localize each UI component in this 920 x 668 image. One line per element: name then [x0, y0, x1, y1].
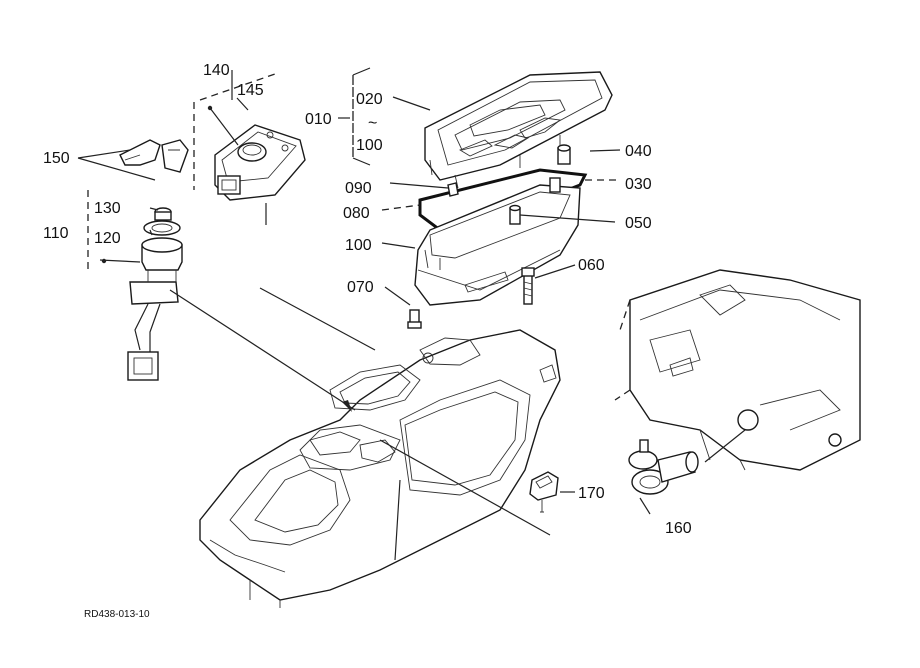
callout-050: 050 — [625, 215, 652, 232]
switch-assembly — [214, 124, 306, 201]
callout-130: 130 — [94, 200, 121, 217]
callout-110: 110 — [43, 225, 69, 242]
leader-lines — [77, 67, 746, 561]
callout-145: 145 — [237, 82, 264, 99]
callout-160: 160 — [665, 520, 692, 537]
bolt-060 — [521, 267, 535, 305]
callout-080: 080 — [343, 205, 370, 222]
callout-100-range-end: 100 — [356, 137, 383, 154]
screw-050 — [509, 204, 521, 225]
connector-170 — [529, 471, 559, 513]
callout-range-tilde: ~ — [368, 115, 377, 132]
key-parts — [119, 139, 189, 173]
console-body — [199, 329, 561, 608]
power-socket — [628, 439, 699, 495]
callout-170: 170 — [578, 485, 605, 502]
clip-090 — [447, 182, 459, 197]
drawing-code: RD438-013-10 — [84, 609, 150, 620]
callout-090: 090 — [345, 180, 372, 197]
ignition-switch — [127, 207, 183, 381]
callout-120: 120 — [94, 230, 121, 247]
callout-020: 020 — [356, 91, 383, 108]
callout-150: 150 — [43, 150, 70, 167]
callout-040: 040 — [625, 143, 652, 160]
bolt-070 — [407, 309, 422, 329]
callout-030: 030 — [625, 176, 652, 193]
callout-070: 070 — [347, 279, 374, 296]
meter-panel — [424, 71, 613, 189]
callout-100: 100 — [345, 237, 372, 254]
screw-030 — [549, 177, 561, 193]
screw-040 — [557, 144, 571, 165]
callout-060: 060 — [578, 257, 605, 274]
callout-010: 010 — [305, 111, 332, 128]
side-frame — [614, 269, 861, 471]
meter-housing — [414, 184, 581, 306]
callout-140: 140 — [203, 62, 230, 79]
